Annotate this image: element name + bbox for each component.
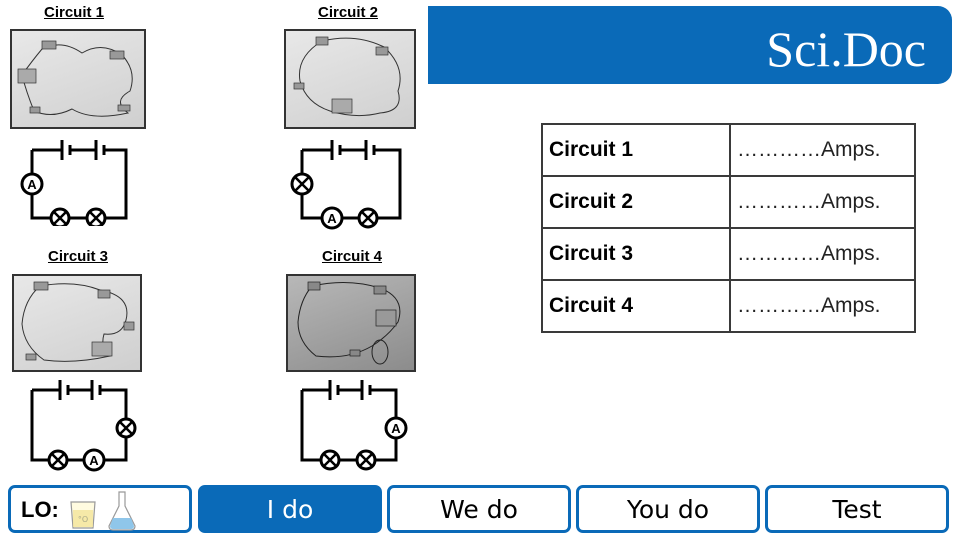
row-value[interactable]: …………Amps. [729,175,916,229]
circuit-2-schematic: A [288,136,418,232]
svg-text:A: A [391,421,401,436]
i-do-button[interactable]: I do [198,485,382,533]
row-label: Circuit 1 [541,123,731,177]
circuit-1-title: Circuit 1 [43,4,104,21]
circuit-3-schematic: A [26,376,156,472]
we-do-button[interactable]: We do [387,485,571,533]
row-label: Circuit 2 [541,175,731,229]
row-value[interactable]: …………Amps. [729,279,916,333]
circuit-4-schematic: A [296,376,426,472]
row-value[interactable]: …………Amps. [729,227,916,281]
circuit-1-photo [10,29,146,129]
you-do-button[interactable]: You do [576,485,760,533]
table-row: Circuit 2 …………Amps. [541,175,916,229]
test-button[interactable]: Test [765,485,949,533]
beaker-icon: °O [70,501,96,529]
svg-text:A: A [27,177,37,192]
brand-title: Sci.Doc [766,21,926,77]
svg-text:A: A [327,211,337,226]
circuit-1-schematic: A [14,136,144,226]
svg-text:°O: °O [78,515,88,524]
results-table: Circuit 1 …………Amps. Circuit 2 …………Amps. … [541,123,916,333]
circuit-3-photo [12,274,142,372]
row-label: Circuit 3 [541,227,731,281]
circuit-4-photo [286,274,416,372]
svg-text:A: A [89,453,99,468]
row-label: Circuit 4 [541,279,731,333]
header-banner: Sci.Doc [428,6,952,84]
circuit-2-title: Circuit 2 [317,4,378,21]
circuit-2-photo [284,29,416,129]
table-row: Circuit 3 …………Amps. [541,227,916,281]
row-value[interactable]: …………Amps. [729,123,916,177]
circuit-4-title: Circuit 4 [321,248,382,265]
flask-icon [108,491,136,531]
table-row: Circuit 4 …………Amps. [541,279,916,333]
learning-objective-box[interactable]: LO: °O [8,485,192,533]
table-row: Circuit 1 …………Amps. [541,123,916,177]
circuit-3-title: Circuit 3 [47,248,108,265]
lo-label: LO: [21,497,59,522]
